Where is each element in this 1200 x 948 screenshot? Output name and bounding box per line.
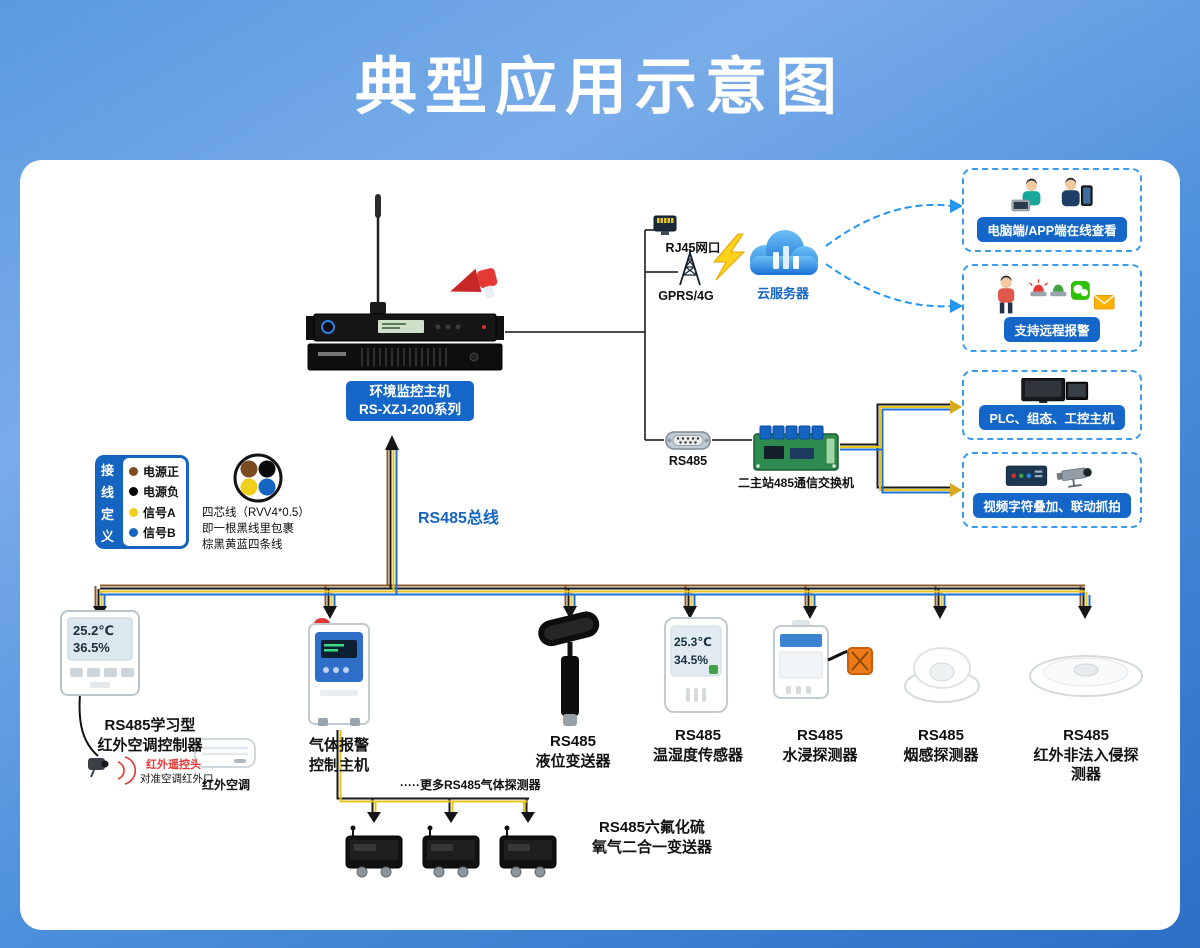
- ir-remote-head-icon: [86, 750, 116, 783]
- green-beacon-icon: [1050, 284, 1067, 297]
- panel-remote-alarm-label: 支持远程报警: [1004, 317, 1100, 342]
- device-gas-alarm-label: 气体报警 控制主机: [308, 737, 370, 774]
- panel-plc-label: PLC、组态、工控主机: [979, 405, 1125, 430]
- legend-row-power-negative: 电源负: [129, 483, 180, 500]
- gas-detector-icon: [498, 824, 558, 883]
- blue-wire-dot: [129, 527, 138, 537]
- plc-monitor-icon: [1021, 378, 1089, 403]
- panel-video-label: 视频字符叠加、联动抓拍: [973, 493, 1131, 518]
- remote-alarm-illustration: [998, 275, 1115, 314]
- wechat-icon: [1070, 281, 1090, 300]
- wiring-legend-title: 接 线 定 义: [95, 455, 120, 549]
- host-label: 环境监控主机 RS-XZJ-200系列: [346, 381, 474, 421]
- device-gas-alarm-host: [306, 614, 372, 735]
- device-intrusion-detector-label: RS485 红外非法入侵探测器: [1033, 727, 1139, 783]
- four-core-wire-icon: [232, 452, 284, 509]
- wiring-legend: 接 线 定 义 电源正 电源负 信号A 信号B: [95, 455, 189, 549]
- aim-note: 对准空调红外口: [140, 773, 214, 785]
- cloud-server-icon: [740, 222, 826, 289]
- rs485-port-label: RS485: [668, 454, 708, 468]
- device-temp-humidity-label: RS485 温湿度传感器: [652, 727, 744, 764]
- device-liquid-level: [532, 610, 614, 737]
- camera-icon: [1056, 467, 1092, 488]
- device-ac-controller-label: RS485学习型 红外空调控制器: [97, 717, 203, 754]
- legend-row-power-positive: 电源正: [129, 463, 180, 480]
- device-intrusion-detector: [1028, 648, 1144, 705]
- page-title: 典型应用示意图: [354, 53, 845, 122]
- host-device: [298, 190, 512, 383]
- device-smoke-detector: [902, 634, 982, 711]
- th-temp-reading: 25.3℃: [674, 635, 712, 649]
- host-device-drawing: [306, 194, 504, 371]
- siren-icon: [450, 268, 498, 299]
- device-ac-controller: 25.2℃ 36.5%: [60, 610, 140, 701]
- legend-char: 义: [100, 528, 114, 544]
- ir-head-label: 红外遥控头: [146, 759, 201, 771]
- rs485-switch-label: 二主站485通信交换机: [737, 476, 855, 490]
- th-humidity-reading: 34.5%: [674, 653, 708, 667]
- air-conditioner-icon: [194, 738, 256, 777]
- legend-char: 接: [100, 462, 114, 478]
- wiring-legend-body: 电源正 电源负 信号A 信号B: [123, 458, 186, 546]
- gas-detector-icon: [344, 824, 404, 883]
- legend-row-signal-a: 信号A: [129, 504, 180, 521]
- gas-detector-icon: [421, 824, 481, 883]
- legend-char: 定: [100, 506, 114, 522]
- panel-video: 视频字符叠加、联动抓拍: [962, 452, 1142, 528]
- cloud-label: 云服务器: [756, 286, 809, 301]
- panel-pc-app-label: 电脑端/APP端在线查看: [977, 217, 1127, 242]
- brown-wire-dot: [129, 467, 138, 477]
- four-core-wire-note: 四芯线（RVV4*0.5） 即一根黑线里包裹 棕黑黄蓝四条线: [202, 507, 310, 552]
- device-smoke-detector-label: RS485 烟感探测器: [903, 727, 979, 764]
- sf6-transmitter-label: RS485六氟化硫 氧气二合一变送器: [591, 819, 713, 856]
- panel-plc: PLC、组态、工控主机: [962, 370, 1142, 440]
- more-gas-detectors-note: ·····更多RS485气体探测器: [400, 778, 541, 792]
- rs485-bus-label: RS485总线: [418, 510, 499, 527]
- legend-row-signal-b: 信号B: [129, 524, 180, 541]
- rs485-switch-device: [752, 422, 840, 479]
- yellow-wire-dot: [129, 507, 138, 517]
- rj45-label: RJ45网口: [665, 241, 721, 255]
- mail-icon: [1093, 294, 1115, 310]
- video-capture-illustration: [1005, 465, 1092, 488]
- legend-char: 线: [100, 484, 114, 500]
- panel-pc-app: 电脑端/APP端在线查看: [962, 168, 1142, 252]
- device-water-leak-label: RS485 水浸探测器: [782, 727, 858, 764]
- ac-temp-reading: 25.2℃: [73, 623, 114, 638]
- device-liquid-level-label: RS485 液位变送器: [535, 733, 611, 770]
- antenna-icon: [375, 194, 381, 218]
- pc-app-illustration: [1011, 177, 1093, 212]
- gprs-label: GPRS/4G: [658, 289, 714, 303]
- ac-humidity-reading: 36.5%: [73, 640, 110, 655]
- panel-remote-alarm: 支持远程报警: [962, 264, 1142, 352]
- red-beacon-icon: [1029, 279, 1048, 297]
- device-water-leak: [772, 620, 876, 709]
- device-temp-humidity: 25.3℃ 34.5%: [664, 616, 728, 719]
- air-conditioner-label: 红外空调: [201, 778, 250, 792]
- black-wire-dot: [129, 487, 138, 497]
